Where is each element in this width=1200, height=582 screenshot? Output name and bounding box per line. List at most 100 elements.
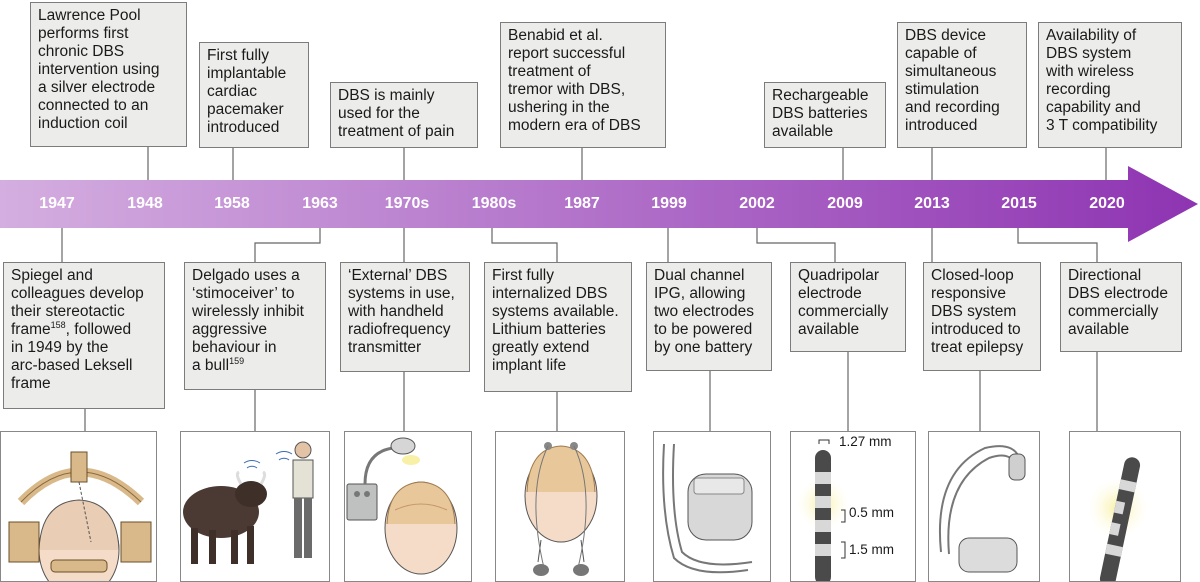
event-line: treatment of pain [338, 123, 455, 140]
reference-superscript: 158 [50, 319, 66, 330]
event-line: in 1949 by the [11, 339, 109, 356]
event-line: systems in use, [348, 285, 455, 302]
event-line: DBS batteries [772, 105, 868, 122]
event-line: a bull159 [192, 356, 319, 375]
event-line: Benabid et al. [508, 27, 603, 44]
event-line: and recording [905, 99, 1000, 116]
dimension-gap-label: 0.5 mm [849, 505, 895, 520]
event-line: wirelessly inhibit [192, 303, 304, 320]
event-line: report successful [508, 45, 626, 62]
event-line: commercially [798, 303, 889, 320]
event-line: responsive [931, 285, 1006, 302]
event-line: colleagues develop [11, 285, 144, 302]
event-line: tremor with DBS, [508, 81, 626, 98]
directional-electrode-illustration [1069, 431, 1181, 582]
event-1947-spiegel: Spiegel and colleagues develop their ste… [3, 262, 165, 409]
year-2013: 2013 [914, 195, 950, 212]
event-text: frame [11, 321, 51, 338]
year-2020: 2020 [1089, 195, 1125, 212]
year-2002: 2002 [739, 195, 775, 212]
quadripolar-electrode-illustration: 1.27 mm 0.5 mm 1.5 mm [790, 431, 916, 582]
event-line: connected to an [38, 97, 149, 114]
event-line: a silver electrode [38, 79, 156, 96]
event-2013-sense-stim: DBS device capable of simultaneous stimu… [897, 22, 1027, 148]
event-line: introduced [905, 117, 978, 134]
event-1999-dual-channel: Dual channel IPG, allowing two electrode… [646, 262, 772, 371]
event-line: DBS system [1046, 45, 1132, 62]
top-connectors [147, 147, 1107, 180]
event-line: systems available. [492, 303, 619, 320]
event-line: stimulation [905, 81, 980, 98]
event-line: recording [1046, 81, 1111, 98]
year-1963: 1963 [302, 195, 338, 212]
event-line: two electrodes [654, 303, 754, 320]
event-line: commercially [1068, 303, 1159, 320]
event-text: , followed [65, 321, 132, 338]
event-line: ushering in the [508, 99, 610, 116]
bull-stimoceiver-illustration [180, 431, 330, 582]
event-line: induction coil [38, 115, 128, 132]
year-2015: 2015 [1001, 195, 1037, 212]
event-1970s-pain: DBS is mainly used for the treatment of … [330, 82, 478, 148]
event-1958-pacemaker: First fully implantable cardiac pacemake… [199, 42, 309, 148]
event-line: internalized DBS [492, 285, 608, 302]
event-line: Spiegel and [11, 267, 93, 284]
event-line: First fully [492, 267, 554, 284]
event-line: radiofrequency [348, 321, 451, 338]
year-1948: 1948 [127, 195, 163, 212]
event-line: implantable [207, 65, 287, 82]
event-2013-closed-loop: Closed-loop responsive DBS system introd… [923, 262, 1041, 371]
event-line: to be powered [654, 321, 753, 338]
event-line: modern era of DBS [508, 117, 641, 134]
event-line: frame158, followed [11, 319, 158, 339]
year-1970s: 1970s [384, 195, 430, 212]
event-line: pacemaker [207, 101, 284, 118]
event-2009-rechargeable: Rechargeable DBS batteries available [764, 82, 886, 148]
event-line: simultaneous [905, 63, 997, 80]
event-line: arc-based Leksell [11, 357, 133, 374]
event-line: DBS system [931, 303, 1017, 320]
event-line: DBS is mainly [338, 87, 435, 104]
event-line: available [1068, 321, 1130, 338]
event-line: ‘stimoceiver’ to [192, 285, 295, 302]
event-line: introduced [207, 119, 280, 136]
event-line: transmitter [348, 339, 422, 356]
event-line: capable of [905, 45, 977, 62]
event-text: a bull [192, 357, 230, 374]
event-line: treatment of [508, 63, 591, 80]
event-1970s-external: ‘External’ DBS systems in use, with hand… [340, 262, 470, 372]
event-1980s-internalized: First fully internalized DBS systems ava… [484, 262, 632, 392]
event-line: Lawrence Pool [38, 7, 141, 24]
event-line: Rechargeable [772, 87, 869, 104]
year-1980s: 1980s [471, 195, 517, 212]
event-line: frame [11, 375, 51, 392]
dual-channel-ipg-illustration [653, 431, 771, 582]
event-line: IPG, allowing [654, 285, 746, 302]
event-line: DBS device [905, 27, 986, 44]
event-line: Closed-loop [931, 267, 1014, 284]
dimension-contact-label: 1.5 mm [849, 542, 895, 557]
dimension-tip-label: 1.27 mm [839, 434, 892, 449]
event-line: electrode [798, 285, 862, 302]
event-line: available [798, 321, 860, 338]
event-line: with handheld [348, 303, 444, 320]
event-line: with wireless [1046, 63, 1134, 80]
event-line: used for the [338, 105, 420, 122]
event-line: Lithium batteries [492, 321, 606, 338]
timeline-arrow [0, 166, 1198, 242]
year-1958: 1958 [214, 195, 250, 212]
year-1987: 1987 [564, 195, 600, 212]
event-line: capability and [1046, 99, 1141, 116]
event-1948-lawrence-pool: Lawrence Pool performs first chronic DBS… [30, 2, 187, 147]
event-2015-directional: Directional DBS electrode commercially a… [1060, 262, 1182, 352]
event-line: behaviour in [192, 339, 277, 356]
event-2020-wireless: Availability of DBS system with wireless… [1038, 22, 1182, 148]
event-line: intervention using [38, 61, 160, 78]
event-line: treat epilepsy [931, 339, 1024, 356]
event-line: their stereotactic [11, 303, 125, 320]
event-line: introduced to [931, 321, 1021, 338]
event-line: aggressive [192, 321, 267, 338]
event-line: chronic DBS [38, 43, 125, 60]
event-line: Dual channel [654, 267, 745, 284]
